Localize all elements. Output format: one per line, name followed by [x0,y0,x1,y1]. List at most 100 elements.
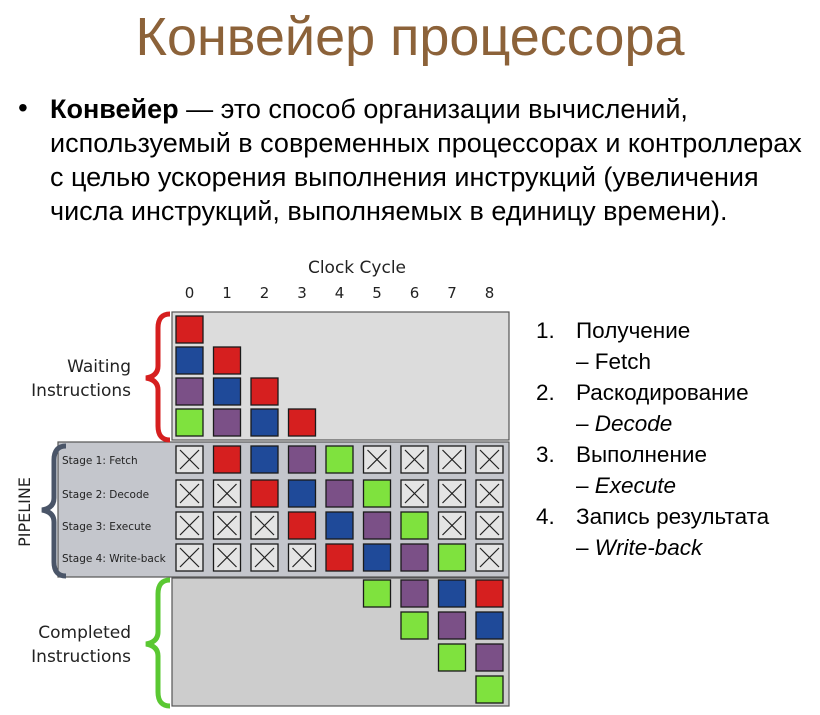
completed-instruction-cell [475,579,504,608]
legend-number: 2. [536,380,555,405]
legend-number: 1. [536,318,555,343]
stage-label: Stage 3: Execute [62,521,151,533]
legend-name-en: – Fetch [576,349,651,375]
waiting-instruction-cell [250,377,279,406]
legend-en-text: Execute [594,473,677,498]
cycle-tick-label: 5 [372,284,382,302]
pipeline-instruction-cell [287,445,317,474]
waiting-instruction-cell [212,408,242,437]
completed-brace [145,577,171,709]
cycle-tick-label: 8 [485,284,495,302]
pipeline-label: PIPELINE [15,477,34,547]
stage-label: Stage 1: Fetch [62,455,138,467]
pipeline-instruction-cell [362,479,392,508]
legend-en-text: Fetch [594,349,652,374]
waiting-instruction-cell [175,377,204,406]
legend-item-write-back: 4. Запись результата – Write-back [536,504,816,566]
waiting-instruction-cell [212,346,242,375]
pipeline-instruction-cell [287,511,317,540]
empty-cell-cross [179,515,200,536]
pipeline-instruction-cell [362,511,392,540]
pipeline-instruction-cell [325,479,354,508]
completed-instruction-cell [475,675,504,704]
empty-cell-cross [179,547,200,568]
pipeline-section [57,441,510,578]
definition-text: Конвейер — это способ организации вычисл… [50,92,810,228]
empty-cell-cross [404,483,425,504]
pipeline-instruction-cell [400,543,429,572]
empty-cell-cross [254,547,275,568]
pipeline-brace [41,443,67,579]
pipeline-instruction-cell [212,445,242,474]
empty-cell-cross [442,515,462,536]
completed-instruction-cell [437,611,467,640]
legend-number: 4. [536,504,555,529]
empty-cell-cross [479,449,500,470]
empty-cell-cross [479,515,500,536]
stage-legend: 1. Получение – Fetch 2. Раскодирование –… [536,318,816,566]
clock-cycle-label: Clock Cycle [308,258,406,278]
pipeline-instruction-cell [400,511,429,540]
empty-cell-cross [217,483,237,504]
empty-cell-cross [217,547,237,568]
legend-dash: – [576,473,595,498]
empty-cell-cross [254,515,275,536]
legend-name-en: – Write-back [576,535,702,561]
cycle-tick-label: 1 [222,284,232,302]
waiting-label-line1: Waiting [67,357,131,377]
legend-name-ru: Получение [576,318,691,343]
legend-item-execute: 3. Выполнение – Execute [536,442,816,504]
waiting-instruction-cell [250,408,279,437]
empty-cell-cross [179,449,200,470]
legend-name-en: – Execute [576,473,676,499]
empty-cell-cross [479,547,500,568]
stage-label: Stage 2: Decode [62,489,149,501]
cycle-tick-label: 3 [297,284,307,302]
cycle-tick-label: 6 [410,284,420,302]
completed-instruction-cell [475,611,504,640]
definition-body: — это способ организации вычислений, исп… [50,94,802,226]
legend-name-ru: Выполнение [576,442,707,467]
legend-dash: – [576,349,595,374]
cycle-tick-label: 2 [260,284,270,302]
slide-title: Конвейер процессора [135,7,685,67]
empty-cell-cross [404,449,425,470]
legend-name-ru: Раскодирование [576,380,749,405]
completed-instruction-cell [437,643,467,672]
bullet-dot-icon: • [18,92,28,123]
cycle-tick-label: 4 [335,284,345,302]
legend-name-en: – Decode [576,411,672,437]
empty-cell-cross [479,483,500,504]
cycle-tick-label: 0 [185,284,195,302]
waiting-instruction-cell [175,408,204,437]
pipeline-instruction-cell [362,543,392,572]
waiting-instruction-cell [287,408,317,437]
waiting-brace [145,311,171,443]
pipeline-instruction-cell [287,479,317,508]
cycle-tick-label: 7 [447,284,457,302]
definition-term: Конвейер [50,94,179,124]
completed-instruction-cell [475,643,504,672]
pipeline-instruction-cell [437,543,467,572]
legend-item-decode: 2. Раскодирование – Decode [536,380,816,442]
waiting-label-line2: Instructions [31,381,131,401]
legend-number: 3. [536,442,555,467]
legend-dash: – [576,535,595,560]
empty-cell-cross [367,449,387,470]
completed-instruction-cell [400,611,429,640]
empty-cell-cross [442,449,462,470]
empty-cell-cross [217,515,237,536]
waiting-instruction-cell [212,377,242,406]
completed-instruction-cell [437,579,467,608]
legend-en-text: Write-back [594,535,703,560]
completed-instruction-cell [362,579,392,608]
pipeline-instruction-cell [250,445,279,474]
waiting-instruction-cell [175,346,204,375]
legend-dash: – [576,411,595,436]
pipeline-instruction-cell [325,543,354,572]
completed-label-line2: Instructions [31,647,131,667]
completed-instruction-cell [400,579,429,608]
empty-cell-cross [292,547,312,568]
legend-name-ru: Запись результата [576,504,770,529]
